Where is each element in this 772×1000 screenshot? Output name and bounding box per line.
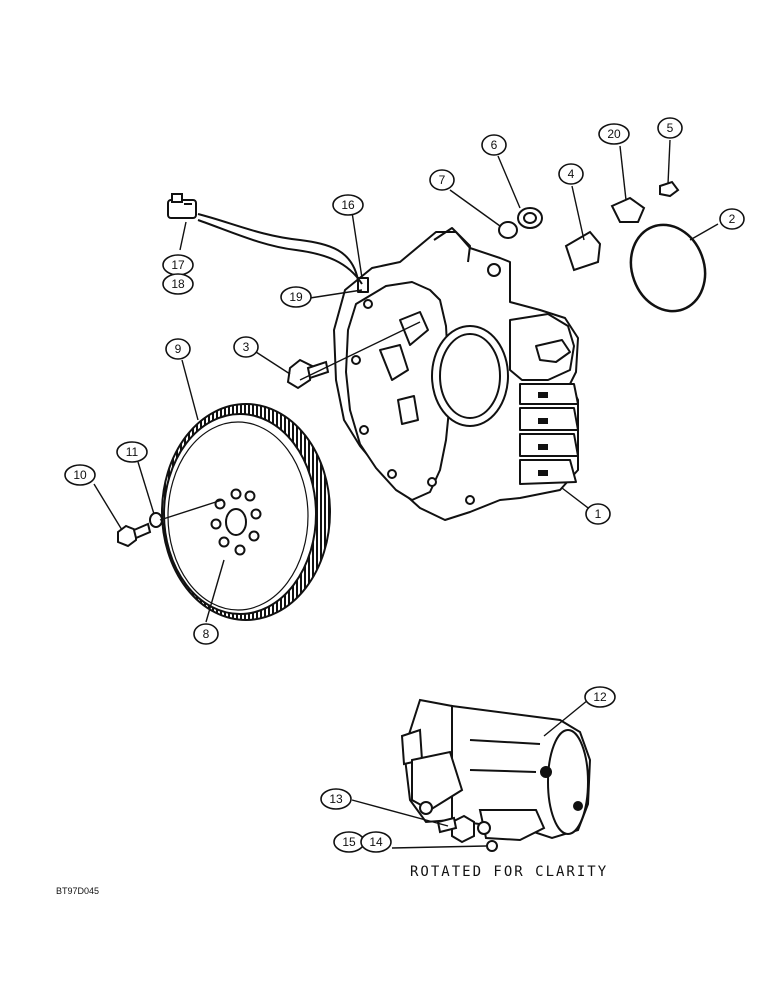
callout-6: 6: [481, 134, 507, 156]
callout-9: 9: [165, 338, 191, 360]
flywheel-bolt: [117, 522, 152, 548]
svg-text:19: 19: [289, 290, 303, 304]
svg-text:2: 2: [729, 212, 736, 226]
callout-20: 20: [598, 123, 630, 145]
flywheel-housing: [333, 227, 579, 521]
callout-4: 4: [558, 163, 584, 185]
starter-motor: [400, 698, 592, 842]
callout-17: 17: [162, 254, 194, 276]
svg-text:7: 7: [439, 173, 446, 187]
plug: [517, 207, 543, 229]
callout-8: 8: [193, 623, 219, 645]
svg-text:16: 16: [341, 198, 355, 212]
svg-text:20: 20: [607, 127, 621, 141]
callout-10: 10: [64, 464, 96, 486]
figure-code: BT97D045: [56, 886, 100, 896]
svg-text:3: 3: [243, 340, 250, 354]
callout-1: 1: [585, 503, 611, 525]
svg-text:4: 4: [568, 167, 575, 181]
svg-text:14: 14: [369, 835, 383, 849]
svg-text:17: 17: [171, 258, 185, 272]
svg-text:8: 8: [203, 627, 210, 641]
svg-text:9: 9: [175, 342, 182, 356]
callout-15: 15: [333, 831, 365, 853]
svg-text:6: 6: [491, 138, 498, 152]
callout-14: 14: [360, 831, 392, 853]
cover-plate: [564, 230, 602, 272]
callout-12: 12: [584, 686, 616, 708]
svg-text:11: 11: [126, 445, 139, 459]
flywheel: [161, 403, 331, 621]
svg-text:1: 1: [595, 507, 602, 521]
svg-text:5: 5: [667, 121, 674, 135]
starter-nut: [486, 840, 498, 852]
starter-bolt: [436, 814, 475, 844]
mounting-bracket: [610, 196, 646, 223]
rotation-note: ROTATED FOR CLARITY: [410, 864, 609, 880]
leader-lines: [93, 139, 719, 849]
svg-text:18: 18: [171, 277, 185, 291]
callout-19: 19: [280, 286, 312, 308]
callout-7: 7: [429, 169, 455, 191]
callout-5: 5: [657, 117, 683, 139]
callout-18: 18: [162, 273, 194, 295]
svg-text:10: 10: [73, 468, 87, 482]
callout-16: 16: [332, 194, 364, 216]
o-ring: [498, 221, 518, 239]
svg-text:12: 12: [593, 690, 607, 704]
cap-screw: [659, 180, 680, 198]
starter-washer: [477, 821, 491, 835]
speed-sensor-harness: [167, 193, 363, 285]
callout-13: 13: [320, 788, 352, 810]
svg-text:13: 13: [329, 792, 343, 806]
callout-2: 2: [719, 208, 745, 230]
svg-text:15: 15: [342, 835, 356, 849]
callout-11: 11: [116, 441, 148, 463]
housing-bolt: [286, 358, 330, 390]
callout-3: 3: [233, 336, 259, 358]
seal-ring: [629, 223, 707, 313]
